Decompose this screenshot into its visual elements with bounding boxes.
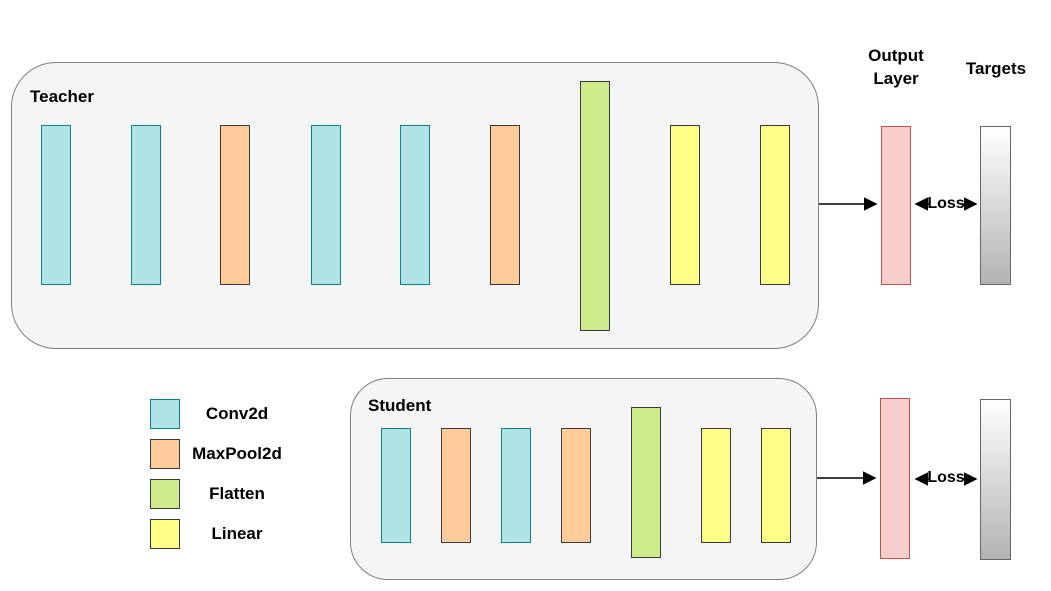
student-layer-2-pool (441, 428, 471, 543)
legend-swatch-flatten (150, 479, 180, 509)
teacher-layer-1-conv (41, 125, 71, 285)
student-layer-5-flatten (631, 407, 661, 558)
legend-label-flatten: Flatten (209, 484, 265, 503)
legend-label-maxpool2d: MaxPool2d (192, 444, 282, 463)
student-layer-7-linear (761, 428, 791, 543)
student-title: Student (368, 396, 432, 415)
teacher-layer-4-conv (311, 125, 341, 285)
student-loss-label: Loss (927, 469, 965, 486)
legend-item-linear: Linear (150, 519, 297, 549)
teacher-layer-9-linear (760, 125, 790, 285)
output-layer-heading: Output Layer (851, 44, 941, 90)
teacher-layer-3-pool (220, 125, 250, 285)
student-targets-bar (980, 399, 1011, 560)
teacher-output-layer-bar (881, 126, 911, 285)
teacher-layer-8-linear (670, 125, 700, 285)
teacher-layer-5-conv (400, 125, 430, 285)
student-output-layer-bar (880, 398, 910, 559)
legend-swatch-maxpool2d (150, 439, 180, 469)
legend-label-linear: Linear (211, 524, 263, 543)
targets-heading: Targets (965, 59, 1027, 78)
legend-label-conv2d: Conv2d (205, 404, 269, 423)
teacher-layer-6-pool (490, 125, 520, 285)
teacher-loss-label: Loss (927, 195, 965, 212)
teacher-layer-2-conv (131, 125, 161, 285)
legend-item-flatten: Flatten (150, 479, 297, 509)
output-layer-heading-line1: Output (868, 46, 924, 65)
student-layer-3-conv (501, 428, 531, 543)
teacher-layer-7-flatten (580, 81, 610, 331)
teacher-targets-bar (980, 126, 1011, 285)
legend-swatch-conv2d (150, 399, 180, 429)
student-layer-6-linear (701, 428, 731, 543)
legend-swatch-linear (150, 519, 180, 549)
teacher-title: Teacher (30, 87, 94, 106)
output-layer-heading-line2: Layer (873, 69, 919, 88)
student-layer-1-conv (381, 428, 411, 543)
student-layer-4-pool (561, 428, 591, 543)
legend-item-conv2d: Conv2d (150, 399, 297, 429)
legend-item-maxpool2d: MaxPool2d (150, 439, 297, 469)
